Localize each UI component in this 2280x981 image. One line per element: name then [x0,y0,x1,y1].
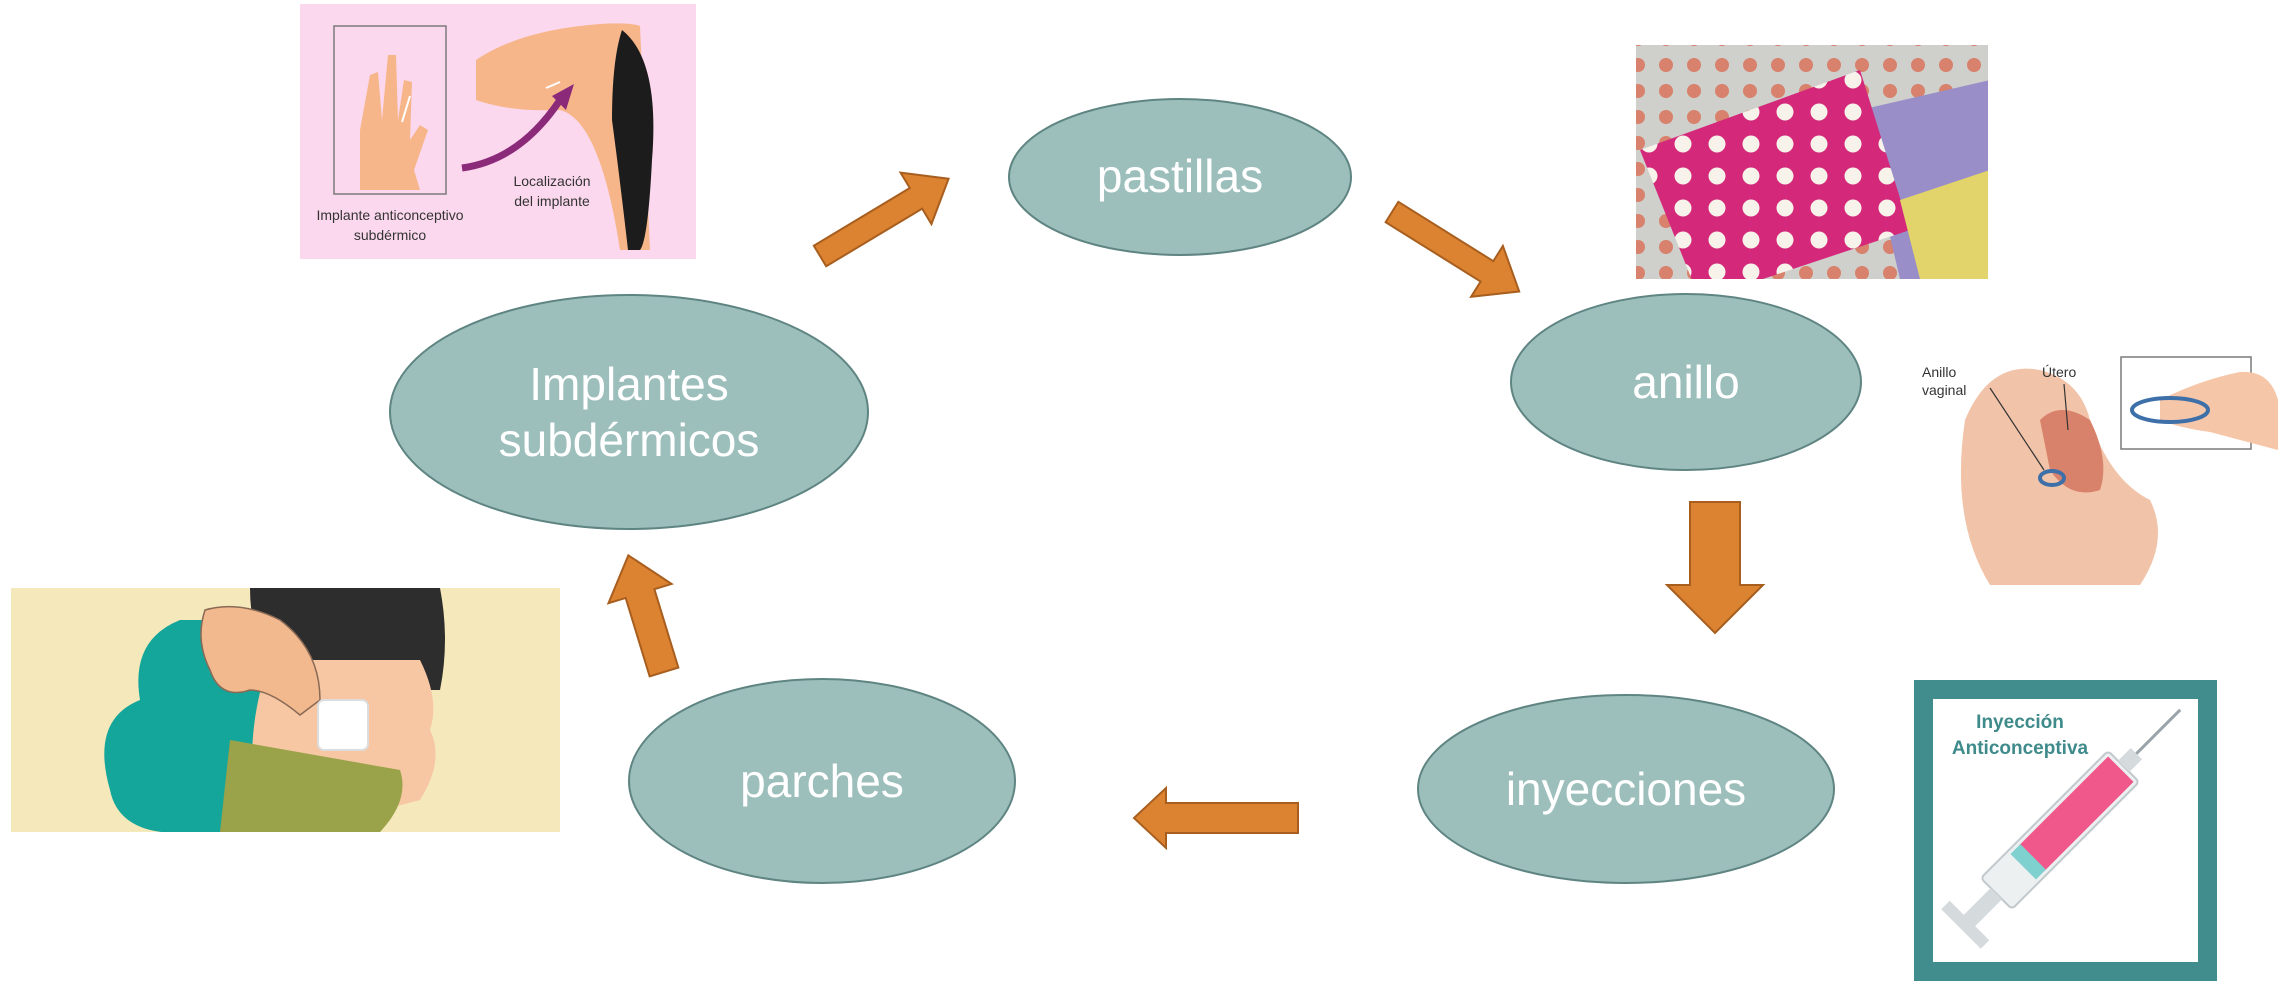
node-label-implantes-line1: Implantes [529,358,728,410]
implant-location-line2: del implante [514,193,590,209]
node-anillo: anillo [1510,293,1862,471]
implant-image: Implante anticonceptivo subdérmico Local… [300,4,696,259]
node-implantes-subdermicos: Implantes subdérmicos [389,294,869,530]
node-label-implantes-line2: subdérmicos [499,414,760,466]
ring-image: Anillo vaginal Útero [1922,356,2278,585]
implant-caption-line1: Implante anticonceptivo [316,207,463,223]
node-parches: parches [628,678,1016,884]
arrow-inyecciones-to-parches [1132,785,1299,851]
syringe-icon [1941,708,2182,949]
implant-location-line1: Localización [513,173,590,189]
ring-label-vaginal: vaginal [1922,382,1966,398]
arrow-implantes-to-pastillas [812,171,950,268]
injection-title-line2: Anticonceptiva [1952,738,2089,759]
arrow-parches-to-implantes [606,553,680,678]
ring-label-anillo: Anillo [1922,364,1956,380]
node-label-parches: parches [740,755,904,807]
implant-caption-line2: subdérmico [354,227,427,243]
node-label-anillo: anillo [1632,356,1739,408]
patch-image [11,588,560,832]
injection-title-line1: Inyección [1976,712,2064,733]
ring-label-utero: Útero [2042,364,2076,380]
node-pastillas: pastillas [1008,98,1352,256]
node-label-pastillas: pastillas [1097,150,1263,202]
injection-image: Inyección Anticonceptiva [1914,680,2217,981]
pills-image [1636,45,1988,279]
node-label-inyecciones: inyecciones [1506,763,1746,815]
arrow-pastillas-to-anillo [1384,200,1521,299]
arrow-anillo-to-inyecciones [1664,501,1766,635]
node-inyecciones: inyecciones [1417,694,1835,884]
